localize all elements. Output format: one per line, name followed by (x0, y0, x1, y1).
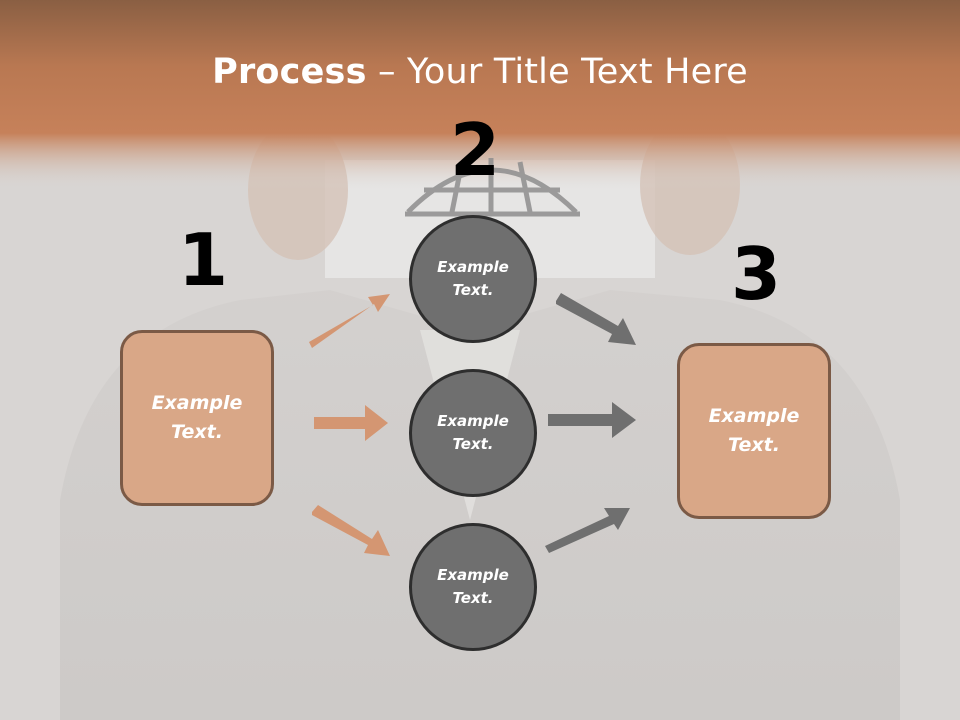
arrow-circle-1-to-right (556, 293, 636, 345)
arrow-circle-2-to-right (548, 402, 636, 438)
arrow-left-to-circle-3 (312, 505, 390, 556)
step-number-3: 3 (731, 232, 782, 316)
right-box: Example Text. (677, 343, 831, 519)
circle-3-label: Example Text. (437, 566, 509, 607)
slide-title: Process – Your Title Text Here (0, 52, 960, 92)
step-number-1: 1 (178, 218, 229, 302)
right-box-label: Example Text. (708, 405, 800, 456)
arrow-left-to-circle-1 (309, 294, 390, 348)
circle-3: Example Text. (409, 523, 537, 651)
step-number-2: 2 (450, 108, 501, 192)
left-box: Example Text. (120, 330, 274, 506)
title-bold: Process (212, 52, 367, 92)
circle-1: Example Text. (409, 215, 537, 343)
title-rest: – Your Title Text Here (366, 52, 748, 92)
dome-icon (405, 158, 580, 217)
circle-2: Example Text. (409, 369, 537, 497)
arrow-circle-3-to-right (545, 508, 630, 553)
left-box-label: Example Text. (151, 392, 243, 443)
header-band (0, 0, 960, 190)
circle-2-label: Example Text. (437, 412, 509, 453)
arrow-left-to-circle-2 (314, 405, 388, 441)
circle-1-label: Example Text. (437, 258, 509, 299)
